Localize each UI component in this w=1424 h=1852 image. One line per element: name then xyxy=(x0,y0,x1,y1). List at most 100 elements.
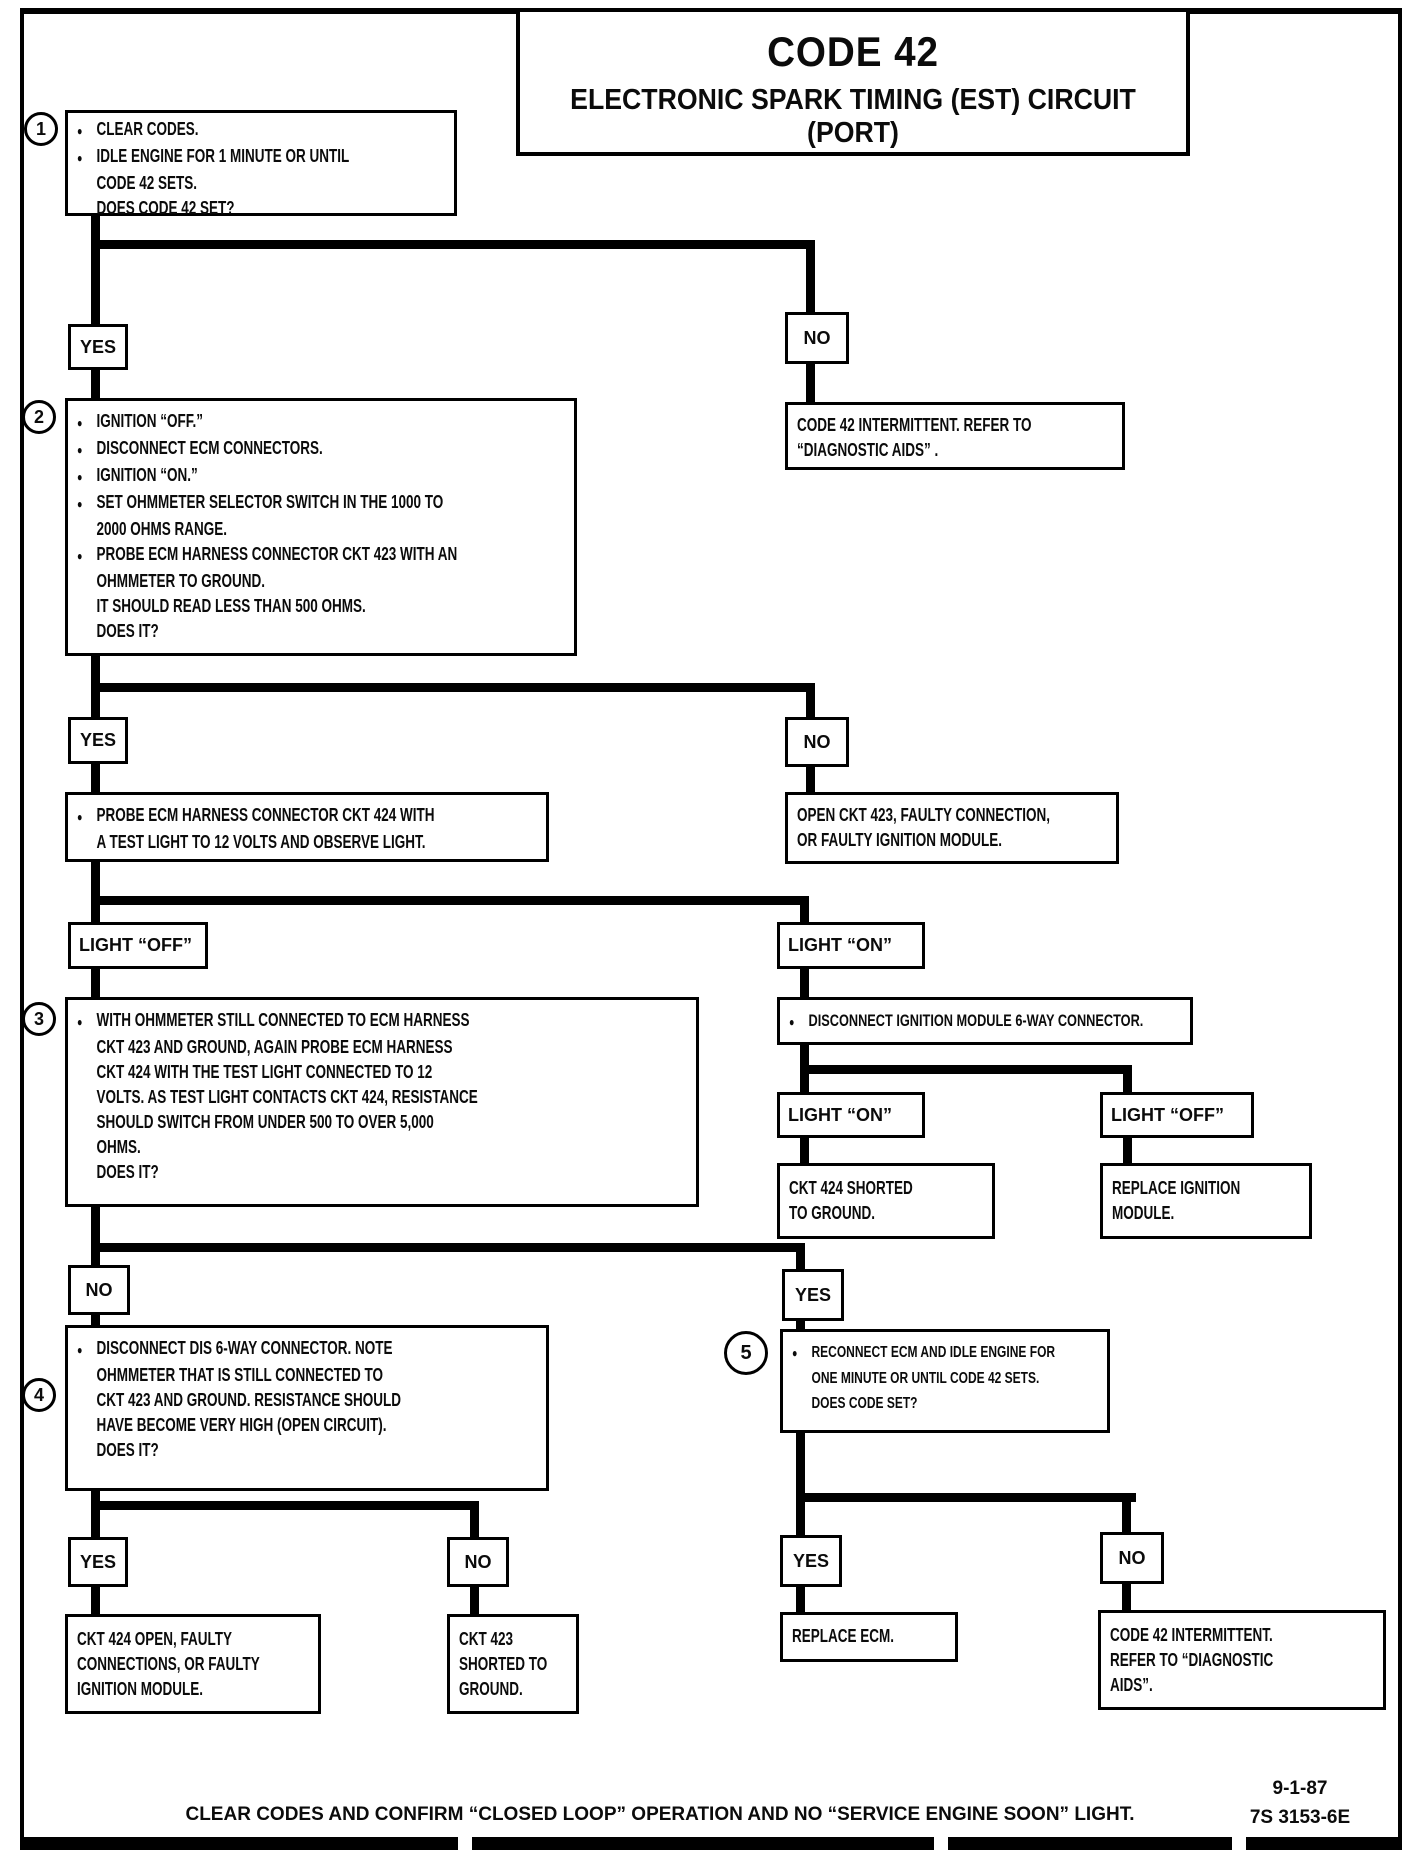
flow-line xyxy=(1122,1493,1131,1532)
flow-line xyxy=(91,1243,805,1252)
node-line: DISCONNECT IGNITION MODULE 6-WAY CONNECT… xyxy=(808,1011,1144,1030)
bullet-icon xyxy=(77,803,97,830)
node-line: DOES CODE 42 SET? xyxy=(96,198,235,218)
node-line: ONE MINUTE OR UNTIL CODE 42 SETS. xyxy=(811,1370,1040,1387)
frame-bottom xyxy=(472,1837,934,1850)
flow-node-probe-424: PROBE ECM HARNESS CONNECTOR CKT 424 WITH… xyxy=(65,792,549,862)
flow-node-dis-connector: DISCONNECT DIS 6-WAY CONNECTOR. NOTE OHM… xyxy=(65,1325,549,1491)
node-line: 2000 OHMS RANGE. xyxy=(96,519,228,539)
flow-node-disconnect-module: DISCONNECT IGNITION MODULE 6-WAY CONNECT… xyxy=(777,997,1193,1045)
branch-label-yes: YES xyxy=(68,717,128,764)
flow-line xyxy=(91,862,100,922)
flow-node-ckt423-shorted: CKT 423 SHORTED TO GROUND. xyxy=(447,1614,579,1714)
bullet-icon xyxy=(77,1008,97,1035)
flow-line xyxy=(91,1587,100,1614)
node-line: DOES IT? xyxy=(96,1440,159,1460)
flow-line xyxy=(1123,1065,1132,1092)
node-line: IT SHOULD READ LESS THAN 500 OHMS. xyxy=(96,596,366,616)
node-line: DISCONNECT ECM CONNECTORS. xyxy=(96,438,323,458)
node-line: RECONNECT ECM AND IDLE ENGINE FOR xyxy=(811,1344,1056,1361)
branch-label-light-off: LIGHT “OFF” xyxy=(68,922,208,969)
branch-label-yes: YES xyxy=(68,1537,128,1587)
node-line: DOES CODE SET? xyxy=(811,1395,918,1412)
flow-line xyxy=(91,216,100,249)
flow-line xyxy=(796,1493,1136,1502)
node-line: HAVE BECOME VERY HIGH (OPEN CIRCUIT). xyxy=(96,1415,387,1435)
flow-line xyxy=(91,240,100,324)
bullet-icon xyxy=(77,490,97,517)
node-line: SHORTED TO xyxy=(459,1654,548,1674)
branch-label-yes: YES xyxy=(782,1269,844,1321)
flow-line xyxy=(91,1315,100,1325)
flow-line xyxy=(91,969,100,997)
step-circle-1: 1 xyxy=(24,112,58,146)
step-number: 2 xyxy=(33,406,44,427)
flow-line xyxy=(796,1243,805,1269)
footer-note: CLEAR CODES AND CONFIRM “CLOSED LOOP” OP… xyxy=(185,1804,1135,1825)
node-line: IDLE ENGINE FOR 1 MINUTE OR UNTIL xyxy=(96,146,350,166)
title-box: CODE 42 ELECTRONIC SPARK TIMING (EST) CI… xyxy=(516,8,1190,156)
flow-node-check-code: CLEAR CODES. IDLE ENGINE FOR 1 MINUTE OR… xyxy=(65,110,457,218)
node-line: DISCONNECT DIS 6-WAY CONNECTOR. NOTE xyxy=(96,1338,393,1358)
node-line: SET OHMMETER SELECTOR SWITCH IN THE 1000… xyxy=(96,492,444,512)
node-line: OR FAULTY IGNITION MODULE. xyxy=(797,830,1003,850)
branch-label-yes: YES xyxy=(68,324,128,370)
node-line: SHOULD SWITCH FROM UNDER 500 TO OVER 5,0… xyxy=(96,1112,434,1132)
node-line: PROBE ECM HARNESS CONNECTOR CKT 424 WITH xyxy=(96,805,435,825)
node-line: “DIAGNOSTIC AIDS” . xyxy=(797,440,939,460)
frame-bottom xyxy=(20,1837,458,1850)
frame-left xyxy=(20,8,24,1850)
branch-label-light-off: LIGHT “OFF” xyxy=(1100,1092,1254,1138)
step-number: 1 xyxy=(35,118,46,139)
flow-line xyxy=(91,1207,100,1265)
node-line: CKT 423 AND GROUND. RESISTANCE SHOULD xyxy=(96,1390,402,1410)
step-number: 3 xyxy=(33,1008,44,1029)
flow-line xyxy=(91,370,100,398)
flow-line xyxy=(91,683,100,717)
branch-label-yes: YES xyxy=(780,1535,842,1587)
branch-label-no: NO xyxy=(785,717,849,767)
bullet-icon xyxy=(77,463,97,490)
flow-line xyxy=(796,1587,805,1612)
node-line: CODE 42 INTERMITTENT. xyxy=(1110,1625,1273,1645)
frame-right xyxy=(1398,8,1402,1850)
node-line: CKT 423 AND GROUND, AGAIN PROBE ECM HARN… xyxy=(96,1037,453,1057)
flow-line xyxy=(91,240,815,249)
flow-node-open-423: OPEN CKT 423, FAULTY CONNECTION, OR FAUL… xyxy=(785,792,1119,864)
node-line: CKT 424 SHORTED xyxy=(789,1178,913,1198)
step-circle-5: 5 xyxy=(724,1331,768,1375)
node-line: CODE 42 SETS. xyxy=(96,173,198,193)
bullet-icon xyxy=(789,1008,809,1035)
page-title: CODE 42 xyxy=(767,28,939,75)
step-circle-3: 3 xyxy=(22,1002,56,1036)
node-line: TO GROUND. xyxy=(789,1203,876,1223)
frame-bottom xyxy=(948,1837,1232,1850)
flow-line xyxy=(91,1501,479,1510)
flow-line xyxy=(1122,1584,1131,1610)
doc-number: 7S 3153-6E xyxy=(1249,1807,1351,1828)
node-line: OPEN CKT 423, FAULTY CONNECTION, xyxy=(797,805,1051,825)
node-line: PROBE ECM HARNESS CONNECTOR CKT 423 WITH… xyxy=(96,544,458,564)
flow-line xyxy=(91,656,100,692)
bullet-icon xyxy=(77,117,97,144)
node-line: OHMMETER THAT IS STILL CONNECTED TO xyxy=(96,1365,384,1385)
flow-line xyxy=(806,683,815,717)
branch-label-light-on: LIGHT “ON” xyxy=(777,922,925,969)
node-line: CKT 424 OPEN, FAULTY xyxy=(77,1629,233,1649)
flow-node-replace-ecm: REPLACE ECM. xyxy=(780,1612,958,1662)
flow-node-ckt424-shorted: CKT 424 SHORTED TO GROUND. xyxy=(777,1163,995,1239)
node-line: A TEST LIGHT TO 12 VOLTS AND OBSERVE LIG… xyxy=(96,832,426,852)
node-line: REFER TO “DIAGNOSTIC xyxy=(1110,1650,1274,1670)
node-line: MODULE. xyxy=(1112,1203,1175,1223)
flow-line xyxy=(800,1065,1132,1074)
node-line: IGNITION “ON.” xyxy=(96,465,198,485)
flow-node-reconnect-ecm: RECONNECT ECM AND IDLE ENGINE FOR ONE MI… xyxy=(780,1329,1110,1433)
frame-bottom xyxy=(1246,1837,1402,1850)
flow-node-ckt424-open: CKT 424 OPEN, FAULTY CONNECTIONS, OR FAU… xyxy=(65,1614,321,1714)
node-line: IGNITION MODULE. xyxy=(77,1679,203,1699)
branch-label-no: NO xyxy=(785,312,849,364)
branch-label-no: NO xyxy=(447,1537,509,1587)
page-subtitle-variant: (PORT) xyxy=(807,117,899,149)
flow-line xyxy=(806,364,815,402)
flow-line xyxy=(91,764,100,792)
